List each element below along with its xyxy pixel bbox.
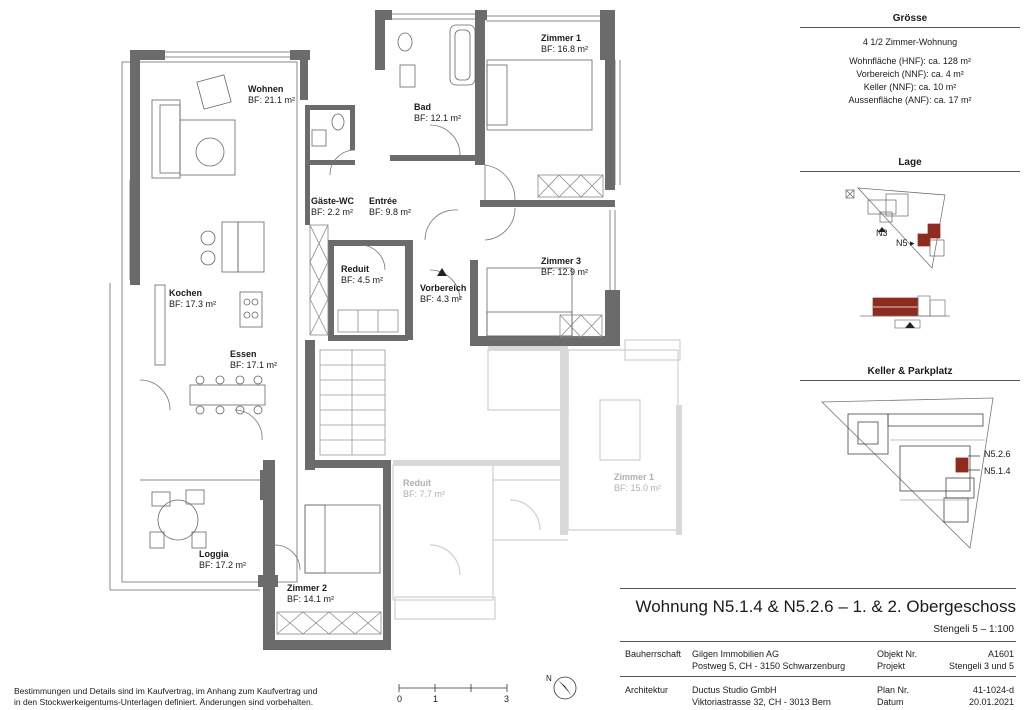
scale-tick-3: 3 — [504, 694, 510, 704]
room-area: BF: 16.8 m² — [541, 44, 589, 54]
projekt-value: Stengeli 3 und 5 — [948, 661, 1014, 671]
plan-subtitle: Stengeli 5 – 1:100 — [933, 624, 1014, 635]
room-gaeste-wc: Gäste-WC BF: 2.2 m² — [311, 196, 354, 218]
scale-tick-1: 1 — [433, 694, 439, 704]
groesse-line: Keller (NNF): ca. 10 m² — [863, 82, 957, 92]
room-area: BF: 15.0 m² — [614, 483, 662, 493]
room-name: Zimmer 2 — [287, 583, 328, 593]
site-plan — [845, 187, 946, 269]
room-area: BF: 12.1 m² — [414, 113, 462, 123]
room-name: Wohnen — [248, 84, 284, 94]
architektur-name: Ductus Studio GmbH — [692, 685, 777, 695]
groesse-line: Aussenfläche (ANF): ca. 17 m² — [848, 95, 972, 105]
plan-number-label: Plan Nr. — [877, 685, 910, 695]
room-zimmer1: Zimmer 1 BF: 16.8 m² — [541, 33, 588, 55]
room-area: BF: 21.1 m² — [248, 95, 296, 105]
north-label: N — [546, 674, 552, 683]
divider — [800, 171, 1020, 172]
room-name: Reduit — [341, 264, 369, 274]
room-zimmer2: Zimmer 2 BF: 14.1 m² — [287, 583, 334, 605]
room-loggia: Loggia BF: 17.2 m² — [199, 549, 246, 571]
titleblock-top-line — [620, 588, 1016, 589]
projekt-label: Projekt — [877, 661, 906, 671]
room-entree: Entrée BF: 9.8 m² — [369, 196, 411, 218]
plan-columns — [258, 470, 278, 587]
stair — [319, 349, 386, 456]
objekt-value: A1601 — [987, 649, 1014, 659]
room-area: BF: 17.3 m² — [169, 299, 217, 309]
north-arrow — [553, 676, 577, 700]
room-reduit-ghost: Reduit BF: 7.7 m² — [403, 478, 445, 500]
room-name: Zimmer 1 — [614, 472, 655, 482]
keller-plan — [821, 397, 994, 549]
keller-label-a: N5.2.6 — [984, 449, 1011, 459]
room-essen: Essen BF: 17.1 m² — [230, 349, 277, 371]
site-elevation — [860, 295, 950, 329]
plan-number-value: 41-1024-d — [972, 685, 1014, 695]
room-name: Loggia — [199, 549, 229, 559]
entrance-arrow — [437, 268, 447, 276]
room-bad: Bad BF: 12.1 m² — [414, 102, 461, 124]
room-zimmer3: Zimmer 3 BF: 12.9 m² — [541, 256, 588, 278]
furniture — [149, 24, 604, 635]
groesse-type: 4 1/2 Zimmer-Wohnung — [862, 37, 958, 47]
groesse-line: Wohnfläche (HNF): ca. 128 m² — [849, 56, 971, 66]
room-area: BF: 17.1 m² — [230, 360, 278, 370]
room-name: Essen — [230, 349, 257, 359]
room-name: Vorbereich — [420, 283, 467, 293]
room-vorbereich: Vorbereich BF: 4.3 m² — [420, 283, 466, 305]
bauherrschaft-label: Bauherrschaft — [625, 649, 682, 659]
room-name: Gäste-WC — [311, 196, 355, 206]
architektur-address: Viktoriastrasse 32, CH - 3013 Bern — [692, 697, 831, 707]
lage-title: Lage — [898, 157, 922, 168]
ghost-walls — [393, 345, 682, 535]
room-area: BF: 4.3 m² — [420, 294, 463, 304]
divider — [800, 380, 1020, 381]
datum-label: Datum — [877, 697, 904, 707]
groesse-line: Vorbereich (NNF): ca. 4 m² — [856, 69, 964, 79]
room-wohnen: Wohnen BF: 21.1 m² — [248, 84, 295, 106]
elevation-marker — [905, 322, 915, 328]
room-zimmer1-ghost: Zimmer 1 BF: 15.0 m² — [614, 472, 661, 494]
groesse-title: Grösse — [892, 13, 928, 24]
room-area: BF: 9.8 m² — [369, 207, 412, 217]
objekt-label: Objekt Nr. — [877, 649, 918, 659]
bauherrschaft-name: Gilgen Immobilien AG — [692, 649, 780, 659]
scale-bar — [398, 684, 508, 692]
room-area: BF: 14.1 m² — [287, 594, 335, 604]
divider — [800, 27, 1020, 28]
disclaimer-line: Bestimmungen und Details sind im Kaufver… — [14, 686, 318, 696]
titleblock-divider — [620, 641, 1016, 642]
room-area: BF: 2.2 m² — [311, 207, 354, 217]
plan-doors — [139, 124, 516, 571]
disclaimer-line: in den Stockwerkeigentums-Unterlagen def… — [14, 697, 314, 707]
room-name: Zimmer 1 — [541, 33, 582, 43]
titleblock-divider — [620, 676, 1016, 677]
room-area: BF: 17.2 m² — [199, 560, 247, 570]
room-name: Entrée — [369, 196, 398, 206]
room-name: Zimmer 3 — [541, 256, 582, 266]
plan-walls — [130, 10, 620, 650]
site-north-marker — [878, 227, 886, 232]
datum-value: 20.01.2021 — [968, 697, 1014, 707]
room-reduit: Reduit BF: 4.5 m² — [341, 264, 383, 286]
bauherrschaft-address: Postweg 5, CH - 3150 Schwarzenburg — [692, 661, 846, 671]
room-area: BF: 7.7 m² — [403, 489, 446, 499]
lage-label-n5: N5 ▸ — [896, 238, 915, 248]
room-name: Bad — [414, 102, 432, 112]
plan-outline — [109, 13, 621, 591]
keller-title: Keller & Parkplatz — [867, 366, 953, 377]
lage-label-n3: N3 — [876, 228, 888, 238]
keller-label-b: N5.1.4 — [984, 466, 1011, 476]
architektur-label: Architektur — [625, 685, 669, 695]
room-kochen: Kochen BF: 17.3 m² — [169, 288, 216, 310]
room-name: Reduit — [403, 478, 431, 488]
room-area: BF: 4.5 m² — [341, 275, 384, 285]
scale-tick-0: 0 — [397, 694, 403, 704]
room-area: BF: 12.9 m² — [541, 267, 589, 277]
plan-title: Wohnung N5.1.4 & N5.2.6 – 1. & 2. Oberge… — [635, 597, 1016, 616]
room-name: Kochen — [169, 288, 203, 298]
